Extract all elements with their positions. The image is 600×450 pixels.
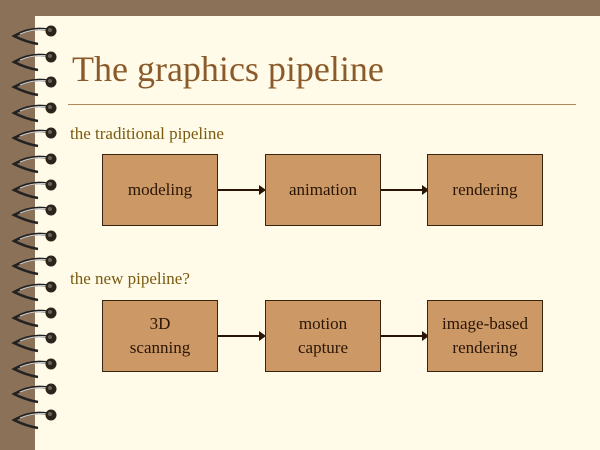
spiral-ring-icon xyxy=(6,150,58,174)
spiral-ring-icon xyxy=(6,99,58,123)
new-pipeline-label: the new pipeline? xyxy=(70,269,190,288)
step-3d-scanning: 3D scanning xyxy=(102,300,218,372)
spiral-ring-icon xyxy=(6,252,58,276)
spiral-ring-icon xyxy=(6,201,58,225)
slide-title: The graphics pipeline xyxy=(72,49,384,89)
line: rendering xyxy=(452,338,518,357)
arrow-icon xyxy=(218,185,266,195)
spiral-ring-icon xyxy=(6,124,58,148)
spiral-ring-icon xyxy=(6,176,58,199)
spiral-ring-icon xyxy=(6,22,58,46)
spiral-ring-icon xyxy=(6,73,58,97)
slide-paper xyxy=(35,16,600,450)
spiral-ring-icon xyxy=(6,48,58,71)
line: motion xyxy=(298,314,348,333)
step-motion-capture: motion capture xyxy=(265,300,381,372)
step-image-based-rendering: image-based rendering xyxy=(427,300,543,372)
line: capture xyxy=(297,338,349,357)
title-divider xyxy=(68,104,576,105)
line: 3D xyxy=(149,314,171,333)
spiral-ring-icon xyxy=(6,329,58,353)
step-modeling: modeling xyxy=(102,154,218,226)
arrow-icon xyxy=(218,331,266,341)
spiral-ring-icon xyxy=(6,406,58,430)
spiral-ring-icon xyxy=(6,227,58,251)
spiral-ring-icon xyxy=(6,304,58,327)
arrow-icon xyxy=(381,331,429,341)
spiral-ring-icon xyxy=(6,278,58,302)
spiral-ring-icon xyxy=(6,355,58,379)
step-animation: animation xyxy=(265,154,381,226)
traditional-pipeline-label: the traditional pipeline xyxy=(70,124,224,143)
arrow-icon xyxy=(381,185,429,195)
line: scanning xyxy=(129,338,191,357)
line: image-based xyxy=(442,314,528,333)
step-rendering: rendering xyxy=(427,154,543,226)
spiral-ring-icon xyxy=(6,380,58,404)
